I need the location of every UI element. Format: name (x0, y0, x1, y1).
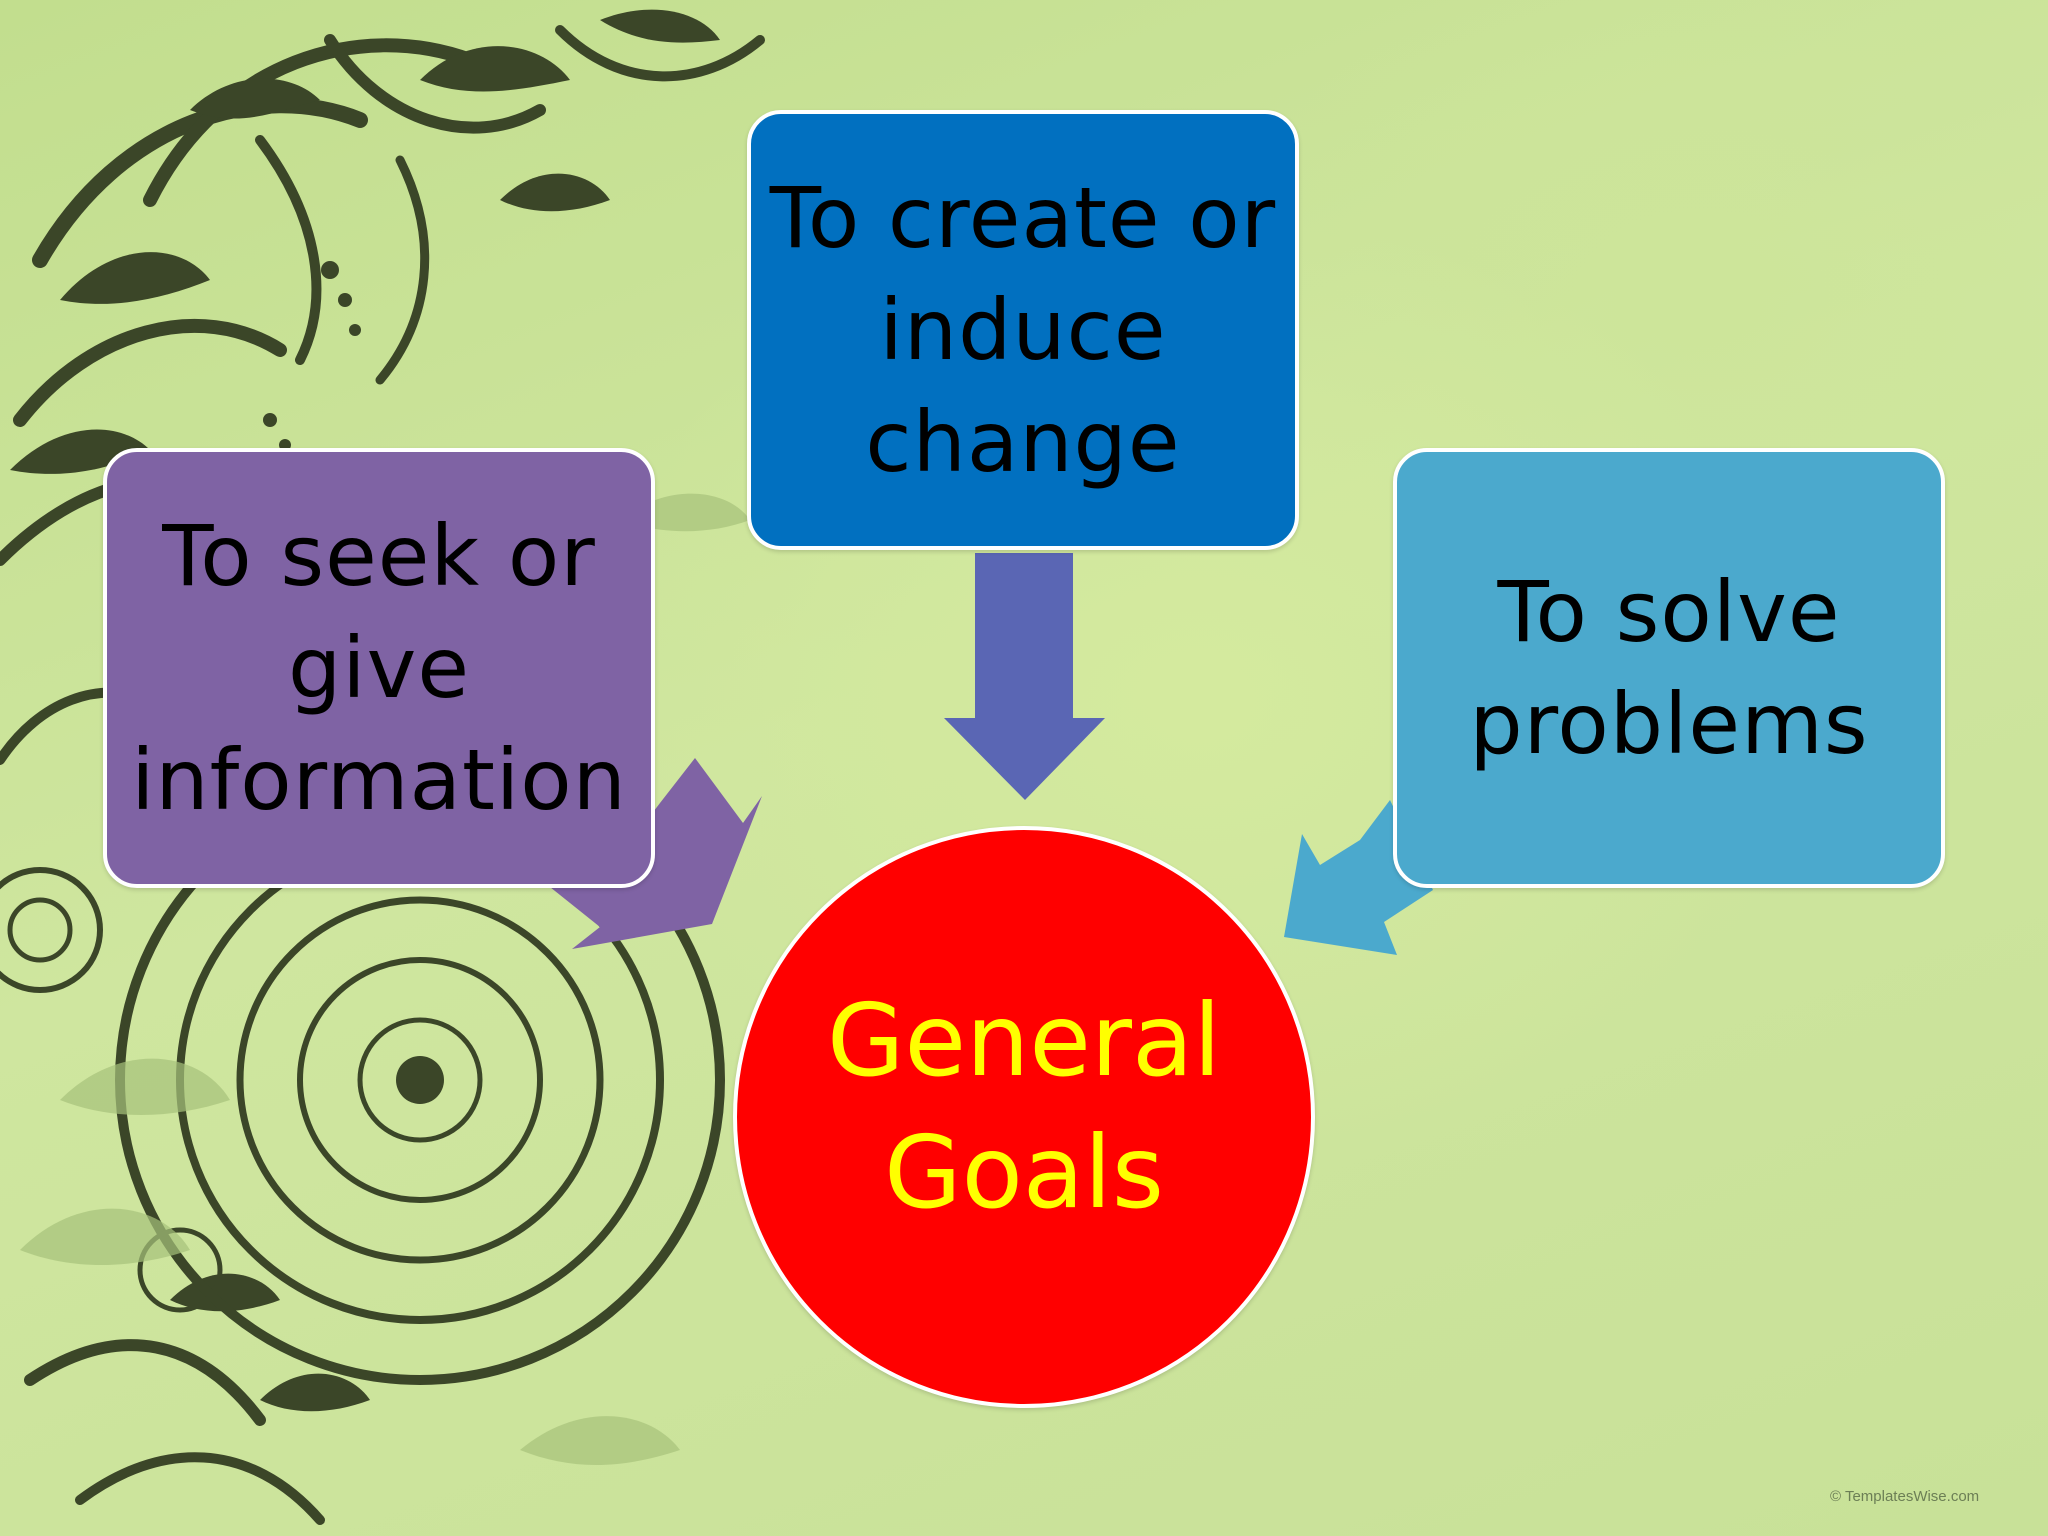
ornament-dots (263, 261, 361, 451)
goal-label-create-change: To create or induce change (769, 169, 1277, 491)
goal-label-seek-information: To seek or give information (131, 507, 627, 829)
general-goals-label: General Goals (826, 982, 1222, 1231)
general-goals-circle: General Goals (733, 826, 1315, 1408)
goal-label-solve-problems: To solve problems (1469, 563, 1869, 773)
goal-box-seek-information: To seek or give information (103, 448, 655, 888)
ornament-leaves (10, 9, 720, 1412)
watermark: © TemplatesWise.com (1830, 1488, 1980, 1505)
goal-box-solve-problems: To solve problems (1393, 448, 1945, 888)
goal-box-create-change: To create or induce change (747, 110, 1299, 550)
ornament-center-dot (396, 1056, 444, 1104)
arrow-from-create-to-center (944, 553, 1105, 800)
